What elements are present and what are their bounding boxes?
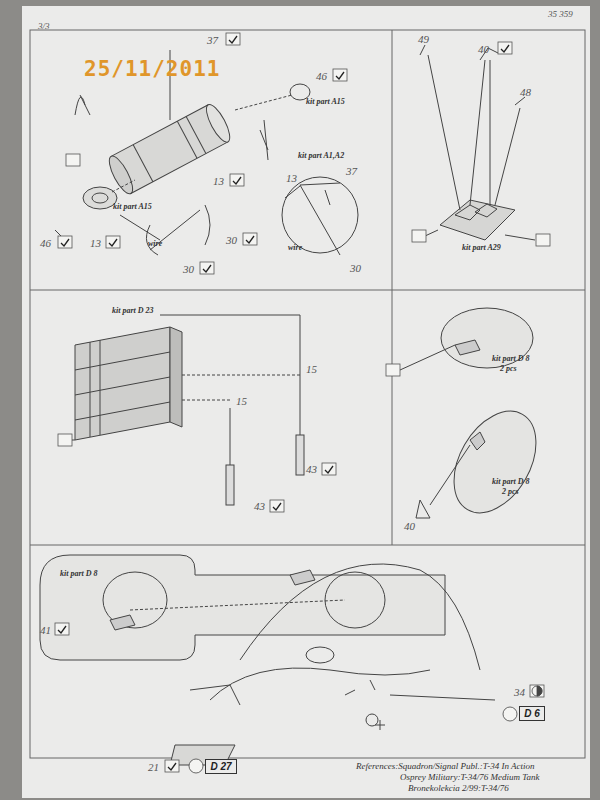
part-code: D 27 xyxy=(210,761,231,772)
part-code: D 6 xyxy=(524,708,540,719)
callout-number: 43 xyxy=(254,500,265,512)
callout-number: 30 xyxy=(226,234,237,246)
callout-number: 13 xyxy=(90,237,101,249)
callout-number: 35 359 xyxy=(548,10,573,20)
reference-note: Osprey Military:T-34/76 Medium Tank xyxy=(400,773,539,783)
callout-number: 13 xyxy=(286,172,297,184)
callout-number: 21 xyxy=(148,761,159,773)
part-label: kit part A29 xyxy=(462,244,501,253)
callout-number: 49 xyxy=(418,33,429,45)
callout-number: 13 xyxy=(213,175,224,187)
callout-number: 40 xyxy=(478,43,489,55)
callout-number: 15 xyxy=(306,363,317,375)
part-label: kit part A1,A2 xyxy=(298,152,344,161)
callout-number: 37 xyxy=(207,34,218,46)
reference-note: Bronekolekcia 2/99:T-34/76 xyxy=(408,784,509,794)
callout-number: 34 xyxy=(514,686,525,698)
part-label: kit part A15 xyxy=(306,98,345,107)
callout-number: 15 xyxy=(236,395,247,407)
callout-number: 43 xyxy=(306,463,317,475)
part-label: kit part D 8 xyxy=(492,355,530,364)
callout-number: 37 xyxy=(346,165,357,177)
callout-number: 30 xyxy=(350,262,361,274)
callout-number: 40 xyxy=(404,520,415,532)
part-label: 2 pcs xyxy=(502,488,519,497)
callout-number: 48 xyxy=(520,86,531,98)
part-label: kit part A15 xyxy=(113,203,152,212)
callout-number: 41 xyxy=(40,624,51,636)
callout-number: 46 xyxy=(40,237,51,249)
part-label: kit part D 23 xyxy=(112,307,154,316)
callout-number: wire xyxy=(148,240,162,249)
part-label: kit part D 8 xyxy=(492,478,530,487)
callout-number: 30 xyxy=(183,263,194,275)
callout-number: wire xyxy=(288,244,302,253)
date-stamp: 25/11/2011 xyxy=(84,58,220,81)
part-code-box: D 6 xyxy=(519,706,545,721)
callout-number: 46 xyxy=(316,70,327,82)
part-code-box: D 27 xyxy=(205,759,237,774)
part-label: kit part D 8 xyxy=(60,570,98,579)
callout-number: 3/3 xyxy=(38,22,50,32)
reference-note: References:Squadron/Signal Publ.:T-34 In… xyxy=(356,762,534,772)
part-label: 2 pcs xyxy=(500,365,517,374)
